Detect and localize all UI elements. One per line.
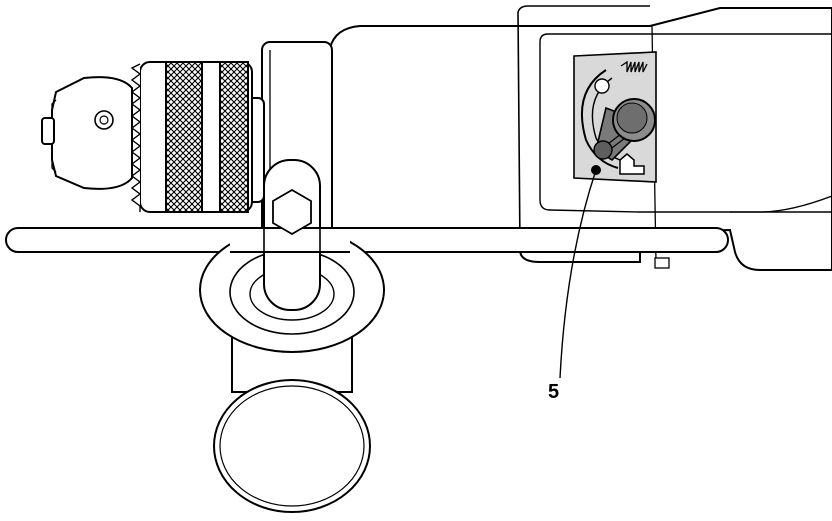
callout-label-5: 5 (548, 381, 560, 403)
hex-bolt-icon (272, 188, 312, 236)
auxiliary-handle (199, 159, 385, 513)
drill-mode-symbol-icon (619, 153, 645, 175)
callout-dot (591, 165, 601, 175)
selector-knob[interactable] (593, 98, 656, 162)
callout-leader (559, 165, 601, 379)
mode-selector-panel (573, 51, 657, 183)
depth-stop-rod (5, 227, 729, 253)
hammer-mode-symbol-icon (620, 60, 648, 73)
drill-mode-indicator-icon (594, 78, 610, 94)
chuck (41, 61, 253, 213)
chuck-gear-teeth (130, 63, 142, 212)
